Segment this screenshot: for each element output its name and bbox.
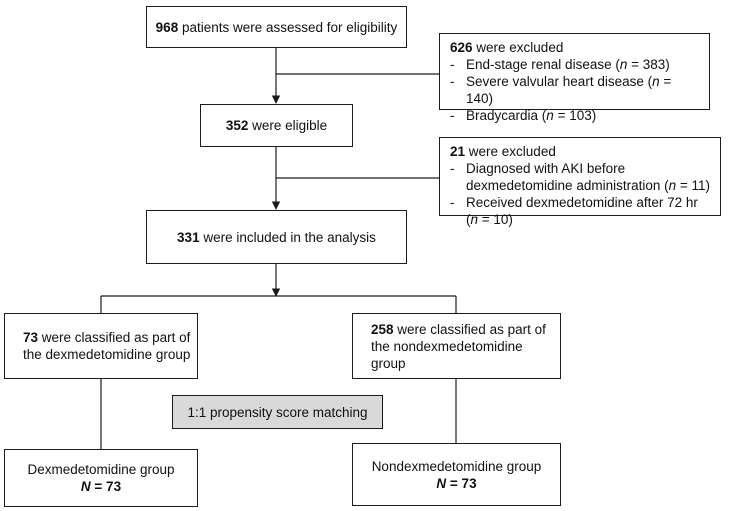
matching-label: 1:1 propensity score matching <box>187 404 368 420</box>
excluded-1-item: -Severe valvular heart disease (n = 140) <box>450 74 672 106</box>
excluded-2-item-continuation: dexmedetomidine administration (n = 11) <box>466 178 711 193</box>
excluded-2-item: -Received dexmedetomidine after 72 hr (n… <box>450 195 698 227</box>
eligible-count: 352 <box>225 118 249 133</box>
excluded-2-count: 21 <box>450 144 466 159</box>
nondex-group-box: Nondexmedetomidine group N = 73 <box>352 443 561 506</box>
excluded-2-item: -Diagnosed with AKI before <box>450 161 626 176</box>
excluded-box-1: 626 were excluded -End-stage renal disea… <box>439 33 710 123</box>
excluded-1-count: 626 <box>450 40 473 55</box>
dex-group-box: Dexmedetomidine group N = 73 <box>4 449 198 507</box>
included-box: 331 were included in the analysis <box>146 210 407 264</box>
assessed-box: 968 patients were assessed for eligibili… <box>146 6 407 48</box>
excluded-1-text: were excluded <box>472 40 564 55</box>
excluded-1-item: -Bradycardia (n = 103) <box>450 108 597 123</box>
assessed-text: patients were assessed for eligibility <box>178 19 398 35</box>
matching-box: 1:1 propensity score matching <box>172 395 383 429</box>
eligible-box: 352 were eligible <box>200 104 353 147</box>
assessed-count: 968 <box>155 19 179 35</box>
included-text: were included in the analysis <box>199 229 376 245</box>
excluded-1-item: -End-stage renal disease (n = 383) <box>450 57 670 72</box>
included-count: 331 <box>177 229 200 245</box>
excluded-2-text: were excluded <box>465 144 556 159</box>
excluded-box-2: 21 were excluded -Diagnosed with AKI bef… <box>439 137 721 227</box>
eligible-text: were eligible <box>248 118 328 133</box>
